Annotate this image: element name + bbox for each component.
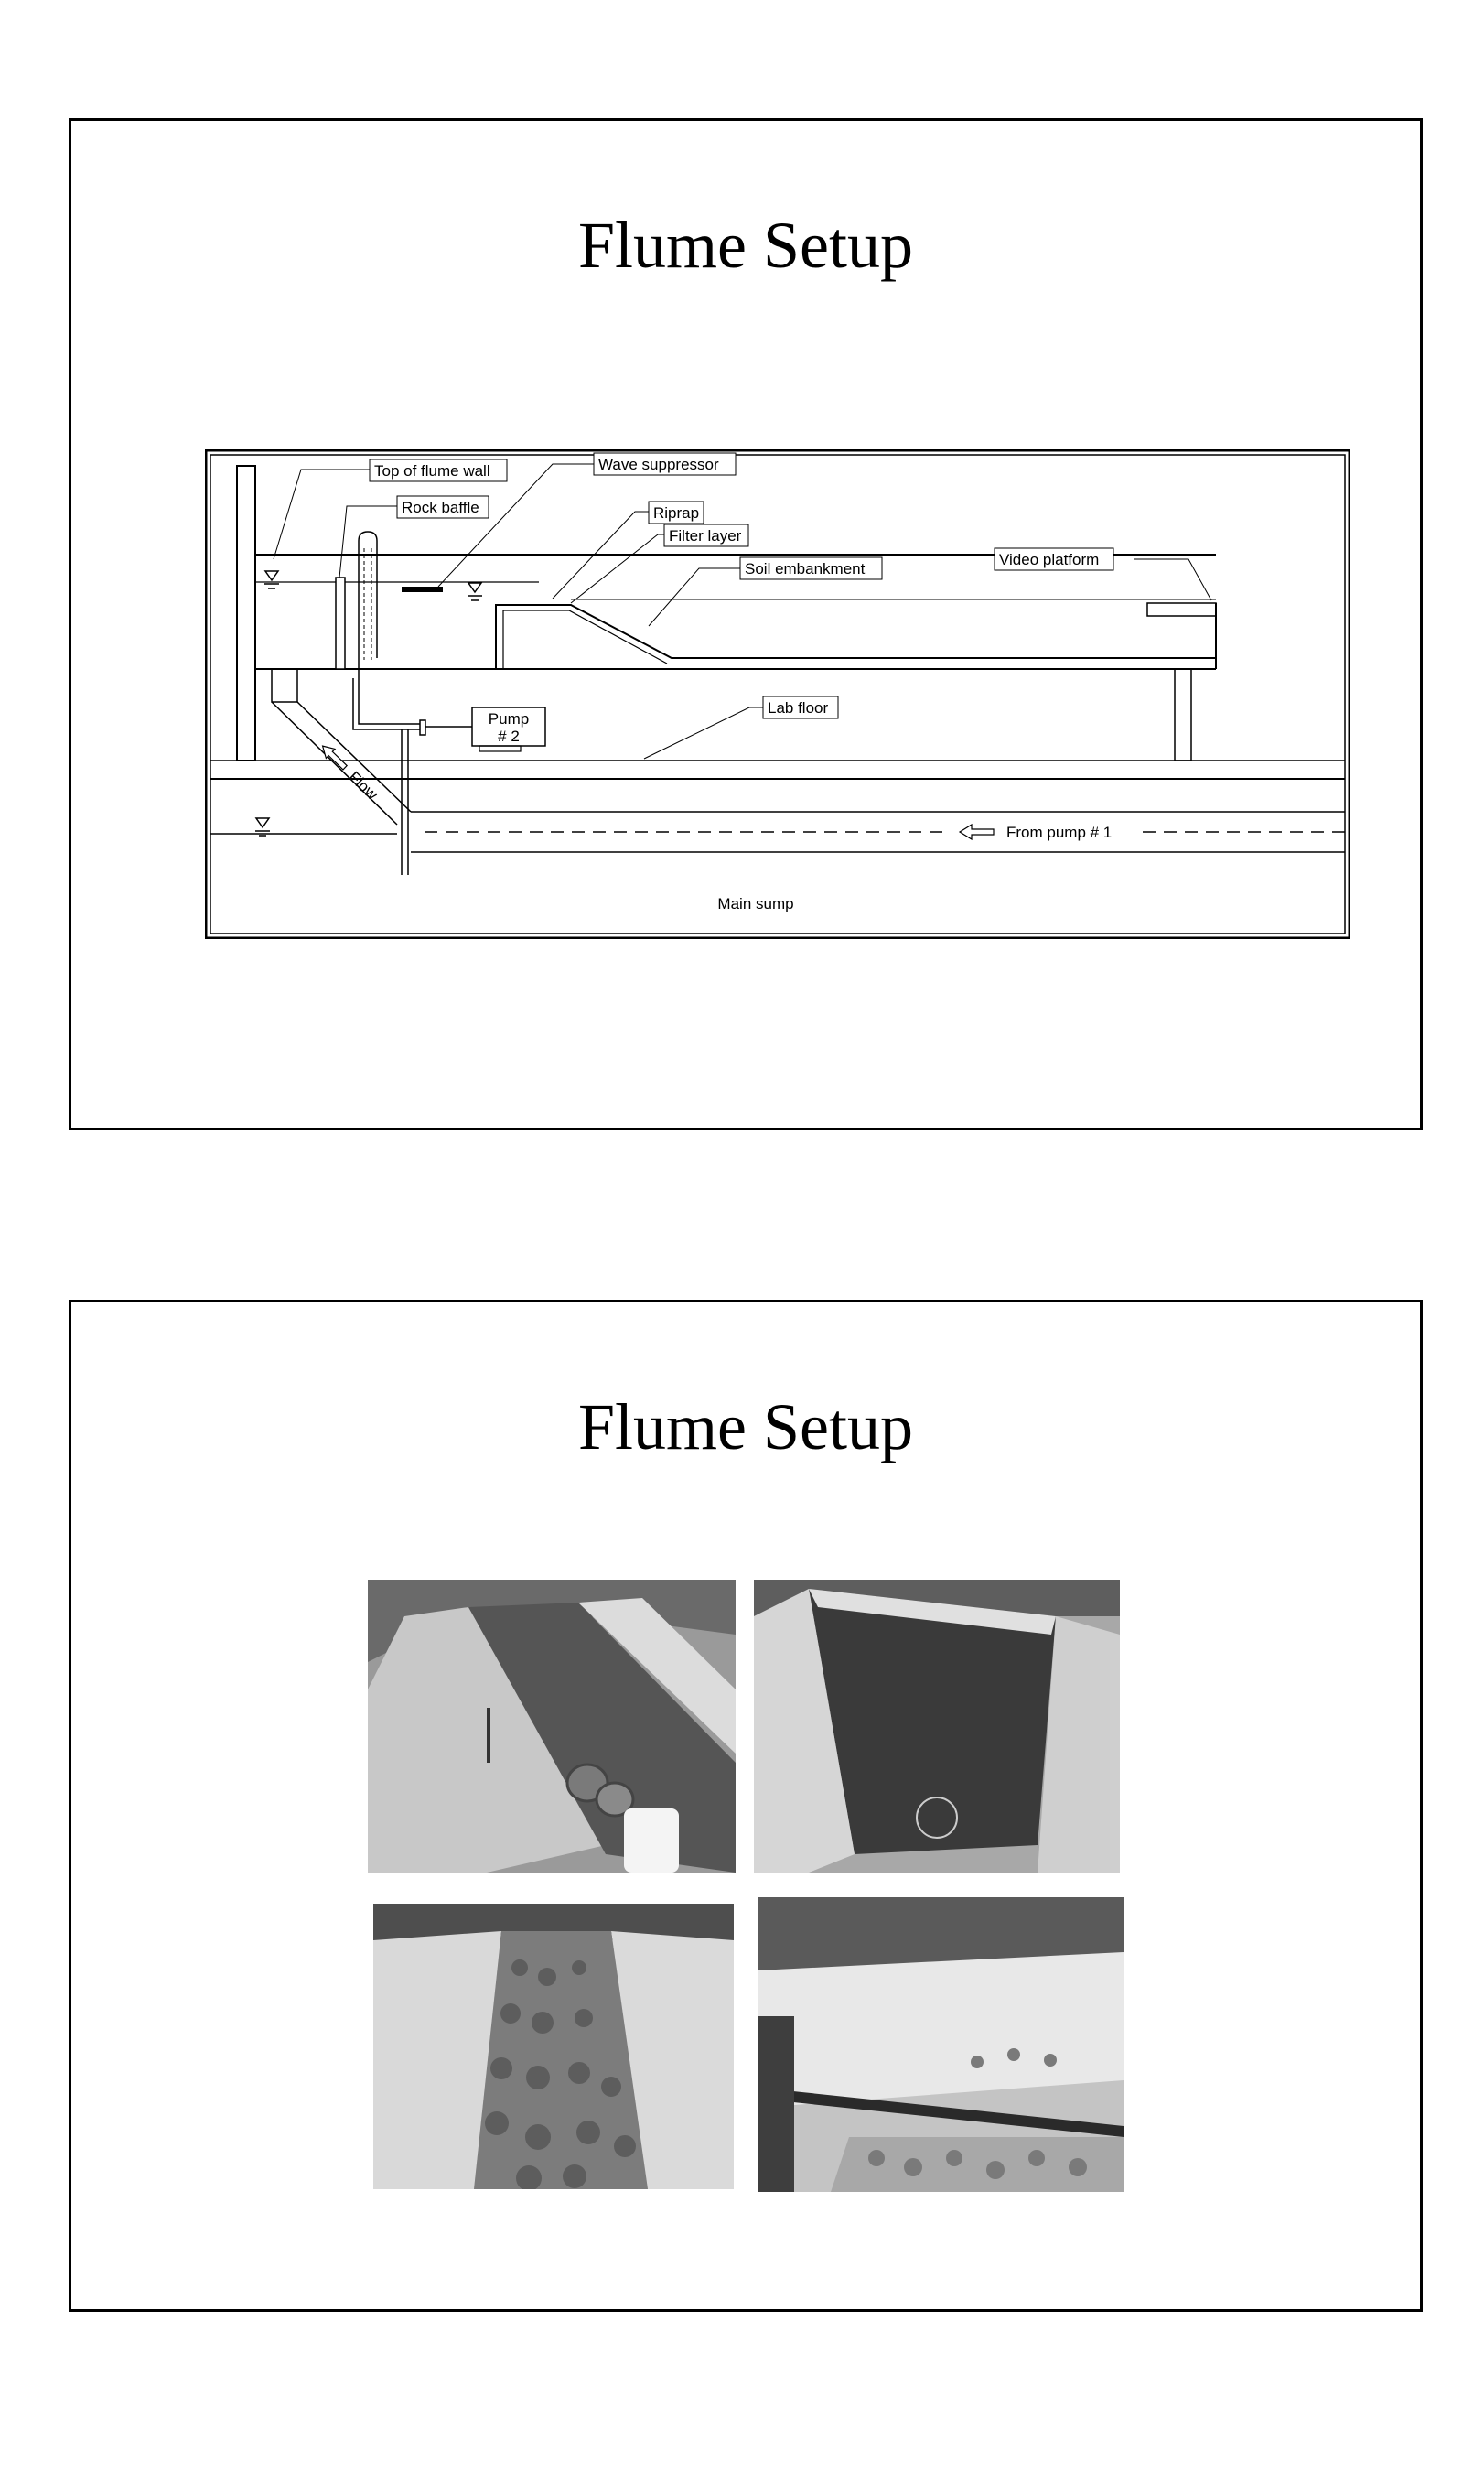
callout-top-of-flume-wall: Top of flume wall (369, 459, 508, 482)
drain-pipe-right (296, 701, 412, 813)
water-level-icon (263, 570, 280, 589)
riprap-flume-photo (373, 1904, 734, 2189)
svg-text:Rock baffle: Rock baffle (402, 499, 479, 516)
callout-lab-floor: Lab floor (762, 696, 839, 719)
flooded-riprap-photo (758, 1897, 1124, 2192)
slide-title: Flume Setup (577, 209, 913, 282)
svg-text:Top of flume wall: Top of flume wall (374, 462, 490, 480)
rock-baffle (335, 577, 346, 670)
filter-layer-line (502, 610, 668, 669)
wave-suppressor (402, 587, 443, 592)
callout-riprap: Riprap (648, 501, 704, 524)
pump-intake-pipe (358, 678, 420, 725)
callout-filter-layer: Filter layer (663, 524, 749, 547)
flume-support-leg-left (271, 668, 298, 703)
from-pump-1-label: From pump # 1 (1006, 824, 1112, 841)
soil-embankment-photo (754, 1580, 1120, 1873)
pump-2-label-line1: Pump (489, 710, 529, 728)
slide-2: Flume Setup (69, 1300, 1423, 2312)
flume-diagram-svg: Pump # 2 Flow From pump # 1 Main sump (205, 449, 1350, 939)
pump-2-label-line2: # 2 (498, 728, 520, 745)
pump-intake-pipe-outer (352, 678, 420, 730)
pump-2: Pump # 2 (471, 707, 546, 752)
drain-pipe-left (271, 701, 398, 826)
diagram-inner-border (210, 454, 1346, 934)
water-level-icon (467, 582, 483, 601)
callout-leaders (273, 463, 1212, 760)
siphon-pipe (358, 531, 378, 678)
from-pump-1-arrow: From pump # 1 (958, 823, 1112, 841)
empty-flume-photo (368, 1580, 736, 1873)
callout-rock-baffle: Rock baffle (396, 495, 489, 519)
svg-text:Video platform: Video platform (999, 551, 1099, 568)
svg-text:Lab floor: Lab floor (768, 699, 828, 717)
svg-text:Riprap: Riprap (653, 504, 699, 522)
video-platform (1146, 602, 1217, 617)
callout-video-platform: Video platform (994, 547, 1114, 571)
callout-wave-suppressor: Wave suppressor (593, 452, 737, 476)
pump-valve (419, 719, 426, 736)
diagram-outer-border (205, 449, 1350, 939)
svg-text:Filter layer: Filter layer (669, 527, 742, 545)
flume-diagram: Pump # 2 Flow From pump # 1 Main sump (205, 449, 1350, 939)
slide-title: Flume Setup (577, 1390, 913, 1463)
svg-text:Soil embankment: Soil embankment (745, 560, 866, 578)
svg-text:Wave suppressor: Wave suppressor (598, 456, 719, 473)
callout-soil-embankment: Soil embankment (739, 556, 883, 580)
water-level-icon (254, 817, 271, 837)
main-sump-label: Main sump (717, 895, 793, 912)
embankment-profile (495, 604, 1216, 669)
slide-1: Flume Setup (69, 118, 1423, 1130)
